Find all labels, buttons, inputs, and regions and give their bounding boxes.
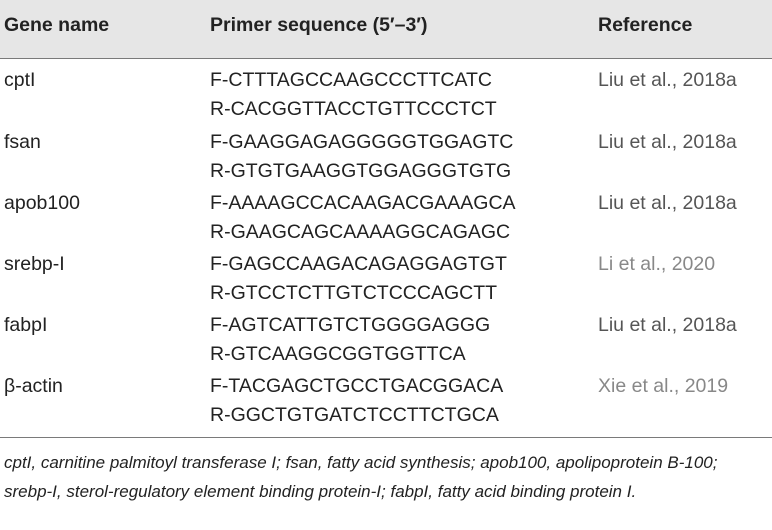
header-primer-sequence: Primer sequence (5′–3′) [210,14,428,36]
gene-name-cell: cptI [4,69,36,91]
header-gene-name: Gene name [4,14,110,36]
forward-primer: F-TACGAGCTGCCTGACGGACA [210,375,504,397]
table-row: cptI F-CTTTAGCCAAGCCCTTCATC R-CACGGTTACC… [0,66,772,128]
reverse-primer: R-GAAGCAGCAAAAGGCAGAGC [210,221,511,243]
forward-primer: F-GAGCCAAGACAGAGGAGTGT [210,253,507,275]
primer-sequence-cell: F-GAGCCAAGACAGAGGAGTGT R-GTCCTCTTGTCTCCC… [210,250,507,308]
reference-link[interactable]: Xie et al., 2019 [598,375,729,397]
gene-name-cell: fabpI [4,314,48,336]
header-reference: Reference [598,14,693,36]
primer-sequence-cell: F-TACGAGCTGCCTGACGGACA R-GGCTGTGATCTCCTT… [210,372,503,430]
primer-sequence-cell: F-CTTTAGCCAAGCCCTTCATC R-CACGGTTACCTGTTC… [210,66,497,124]
reference-link[interactable]: Liu et al., 2018a [598,314,737,336]
table-row: fsan F-GAAGGAGAGGGGGTGGAGTC R-GTGTGAAGGT… [0,128,772,190]
reverse-primer: R-GTCAAGGCGGTGGTTCA [210,343,466,365]
reference-link[interactable]: Li et al., 2020 [598,253,716,275]
table-row: apob100 F-AAAAGCCACAAGACGAAAGCA R-GAAGCA… [0,189,772,251]
reverse-primer: R-GTGTGAAGGTGGAGGGTGTG [210,160,512,182]
table-row: β-actin F-TACGAGCTGCCTGACGGACA R-GGCTGTG… [0,372,772,434]
reference-link[interactable]: Liu et al., 2018a [598,131,737,153]
table-row: srebp-I F-GAGCCAAGACAGAGGAGTGT R-GTCCTCT… [0,250,772,312]
table-bottom-rule [0,437,772,438]
gene-name-cell: srebp-I [4,253,65,275]
reverse-primer: R-GGCTGTGATCTCCTTCTGCA [210,404,499,426]
primer-sequence-cell: F-GAAGGAGAGGGGGTGGAGTC R-GTGTGAAGGTGGAGG… [210,128,513,186]
table-footnote: cptI, carnitine palmitoyl transferase I;… [4,453,718,501]
table-header: Gene name Primer sequence (5′–3′) Refere… [0,0,772,59]
reverse-primer: R-CACGGTTACCTGTTCCCTCT [210,98,497,120]
reverse-primer: R-GTCCTCTTGTCTCCCAGCTT [210,282,498,304]
forward-primer: F-AGTCATTGTCTGGGGAGGG [210,314,491,336]
table-row: fabpI F-AGTCATTGTCTGGGGAGGG R-GTCAAGGCGG… [0,311,772,373]
primer-sequence-cell: F-AAAAGCCACAAGACGAAAGCA R-GAAGCAGCAAAAGG… [210,189,516,247]
forward-primer: F-CTTTAGCCAAGCCCTTCATC [210,69,492,91]
forward-primer: F-AAAAGCCACAAGACGAAAGCA [210,192,516,214]
forward-primer: F-GAAGGAGAGGGGGTGGAGTC [210,131,514,153]
reference-link[interactable]: Liu et al., 2018a [598,69,737,91]
gene-name-cell: β-actin [4,375,63,397]
gene-name-cell: fsan [4,131,41,153]
reference-link[interactable]: Liu et al., 2018a [598,192,737,214]
primer-sequence-cell: F-AGTCATTGTCTGGGGAGGG R-GTCAAGGCGGTGGTTC… [210,311,490,369]
gene-name-cell: apob100 [4,192,80,214]
